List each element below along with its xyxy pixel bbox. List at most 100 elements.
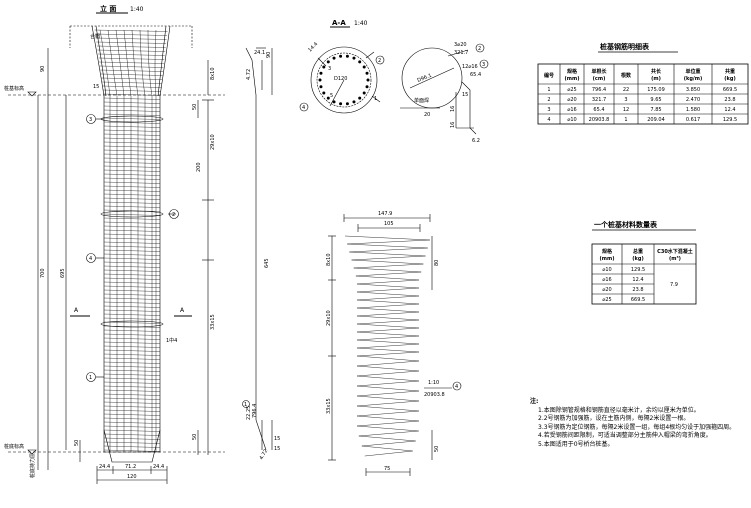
bar2-lbl1: 3⌀20 [454, 42, 467, 48]
spiral-ref: 1:10 [428, 380, 439, 386]
rebar-table-cell: 23.8 [724, 97, 735, 103]
spiral-right-0: 80 [434, 260, 440, 266]
section-d14-4: 14.4 [307, 41, 319, 53]
section-callout-5: 5 [330, 93, 333, 99]
notes-title: 注: [530, 398, 539, 405]
rebar-table-cell: 669.5 [723, 87, 737, 93]
material-table [591, 229, 697, 305]
material-table-cell: 12.4 [632, 277, 643, 283]
rebar-table-cell: 12 [623, 107, 629, 113]
rebar-table-cell: 1 [624, 117, 627, 123]
rebar-table-cell: 3 [547, 107, 550, 113]
bar1-bot7: 4.72 [259, 448, 270, 461]
rebar-table-header: 单位重 [685, 68, 700, 75]
bar1-top1: 24.1 [254, 50, 265, 56]
note-line: 5.本图适用于0号桥台桩基。 [538, 440, 614, 448]
bar2-callout: 2 [478, 46, 481, 52]
bar1-callout: 1 [244, 402, 247, 408]
dim-8x10: 8x10 [210, 67, 216, 80]
material-table-cell: 129.5 [631, 267, 645, 273]
bar1-mid: 645 [264, 258, 270, 268]
bar1-bot2: 796.4 [252, 404, 258, 418]
dim-bottom-c: 24.4 [153, 464, 164, 470]
material-table-header: (m³) [669, 256, 681, 262]
note-line: 3.3号钢筋为定位钢筋，每隔2米设置一组，每组4根均匀设于加强箍四周。 [538, 423, 736, 431]
bar2-lbl4: 单面焊 [414, 97, 429, 104]
elevation-scale: 1:40 [130, 6, 144, 13]
material-table-title: 一个桩基材料数量表 [594, 220, 658, 229]
rebar-table-cell: 1 [547, 87, 550, 93]
material-table-header: (mm) [600, 256, 615, 262]
bar3-lbl5: 16 [450, 122, 456, 128]
callout-3: 3 [89, 117, 92, 123]
callout-4: 4 [89, 256, 92, 262]
rebar-table-cell: 20903.8 [589, 117, 610, 123]
bar3-lbl4: 16 [450, 106, 456, 112]
material-table-header: 总重 [633, 248, 643, 255]
rebar-table-cell: 3.850 [686, 87, 700, 93]
dim-200: 200 [196, 162, 202, 172]
bar1-bot6: 15 [274, 446, 280, 452]
rebar-table [537, 51, 749, 125]
rebar-table-cell: 796.4 [592, 87, 606, 93]
bar1-bot5: 15 [274, 436, 280, 442]
bottom-note: 桩底持力层 [29, 453, 36, 478]
bar3-lbl1: 12⌀16 [462, 64, 478, 70]
rebar-table-cell: 3 [624, 97, 627, 103]
rebar-table-cell: ⌀10 [567, 117, 576, 123]
dim-50-top: 50 [192, 104, 198, 110]
dim-bottom-total: 120 [127, 474, 137, 480]
spiral-left-1: 29x10 [326, 310, 332, 326]
dim-90: 90 [40, 66, 46, 72]
rebar-table-header: (m) [651, 76, 661, 82]
material-table-header: C30水下混凝土 [657, 248, 693, 255]
bar2-lbl5: 20 [424, 112, 430, 118]
hoop-label: 合帽 [90, 33, 100, 40]
dim-50-bottom: 50 [192, 434, 198, 440]
material-table-cell: 23.8 [632, 287, 643, 293]
rebar-table-cell: 4 [547, 117, 550, 123]
callout-1: 1 [89, 375, 92, 381]
rebar-table-header: 共长 [651, 68, 662, 75]
dim-695: 695 [60, 268, 66, 278]
rebar-table-cell: 0.617 [686, 117, 700, 123]
bar3-lbl2: 65.4 [470, 72, 481, 78]
bar2-detail [400, 43, 485, 109]
material-concrete: 7.9 [670, 282, 678, 288]
rebar-table-cell: ⌀20 [567, 97, 576, 103]
rebar-table-cell: 2.470 [686, 97, 700, 103]
rebar-table-title: 桩基钢筋明细表 [600, 42, 650, 51]
elevation-view [8, 12, 225, 484]
dim-700: 700 [40, 268, 46, 278]
bar3-detail [455, 59, 489, 135]
material-table-cell: ⌀20 [602, 287, 611, 293]
bar2-lbl3: D96.1 [417, 73, 433, 84]
rebar-table-cell: ⌀25 [567, 87, 576, 93]
bar1-top2: 90 [266, 52, 272, 58]
rebar-table-cell: 1.580 [686, 107, 700, 113]
rebar-table-cell: 7.85 [650, 107, 661, 113]
dim-bottom-a: 24.4 [99, 464, 110, 470]
dim-bottom-b: 71.2 [125, 464, 136, 470]
rebar-table-cell: 65.4 [593, 107, 604, 113]
rebar-table-cell: 22 [623, 87, 629, 93]
spiral-bottom: 75 [384, 466, 390, 472]
rebar-table-header: 编号 [544, 72, 554, 79]
bottom-elev-label: 桩底标高 [4, 443, 24, 450]
material-table-cell: ⌀10 [602, 267, 611, 273]
rebar-table-cell: 2 [547, 97, 550, 103]
rebar-table-header: 规格 [567, 68, 578, 75]
spiral-w1: 147.9 [378, 211, 392, 217]
dim-29x10: 29x10 [210, 134, 216, 150]
note-line: 4.若受钢筋间距限制，可适当调整部分主筋伸入帽梁的弯折角度。 [538, 432, 712, 440]
section-callout-1: 1 [374, 96, 377, 102]
material-table-cell: 669.5 [631, 297, 645, 303]
section-callout-3: 3 [328, 66, 331, 72]
rebar-table-header: (cm) [593, 76, 606, 82]
rebar-table-header: 根数 [621, 72, 632, 79]
dim-33x15: 33x15 [210, 314, 216, 330]
spiral-right-1: 50 [434, 446, 440, 452]
spiral-left-2: 33x15 [326, 398, 332, 414]
rebar-table-cell: 209.04 [647, 117, 665, 123]
material-table-header: 规格 [602, 248, 613, 255]
